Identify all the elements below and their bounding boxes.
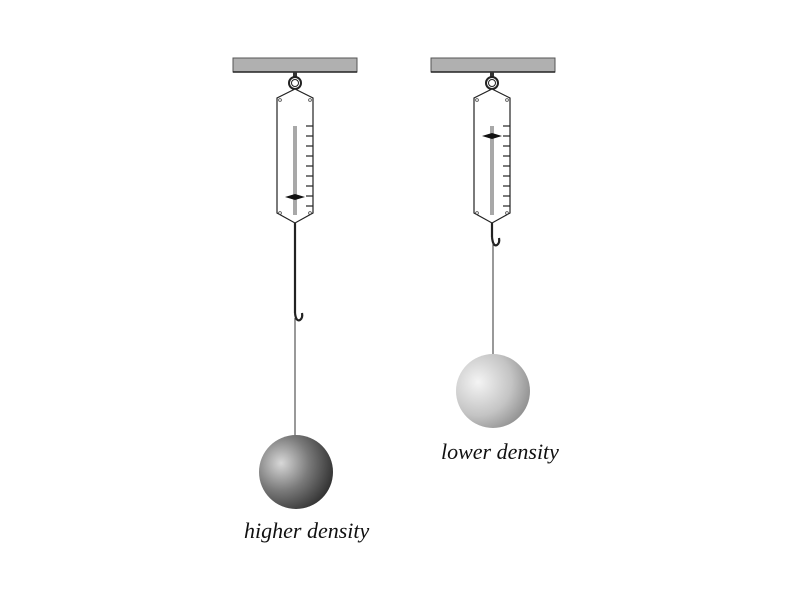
right-scale-bar	[490, 126, 494, 215]
left-hook	[293, 312, 304, 322]
right-ring	[485, 76, 499, 90]
label-higher-density: higher density	[244, 518, 370, 543]
left-ceiling	[232, 57, 358, 73]
right-ceiling	[430, 57, 556, 73]
right-sphere-low-density	[456, 354, 530, 428]
left-scale-bar	[293, 126, 297, 215]
right-spring-scale	[430, 57, 556, 428]
right-pointer	[482, 133, 502, 139]
left-pointer	[285, 194, 305, 200]
label-lower-density: lower density	[441, 439, 559, 464]
left-spring-scale	[232, 57, 358, 509]
right-hook	[490, 236, 501, 247]
left-ring	[288, 76, 302, 90]
left-sphere-high-density	[259, 435, 333, 509]
